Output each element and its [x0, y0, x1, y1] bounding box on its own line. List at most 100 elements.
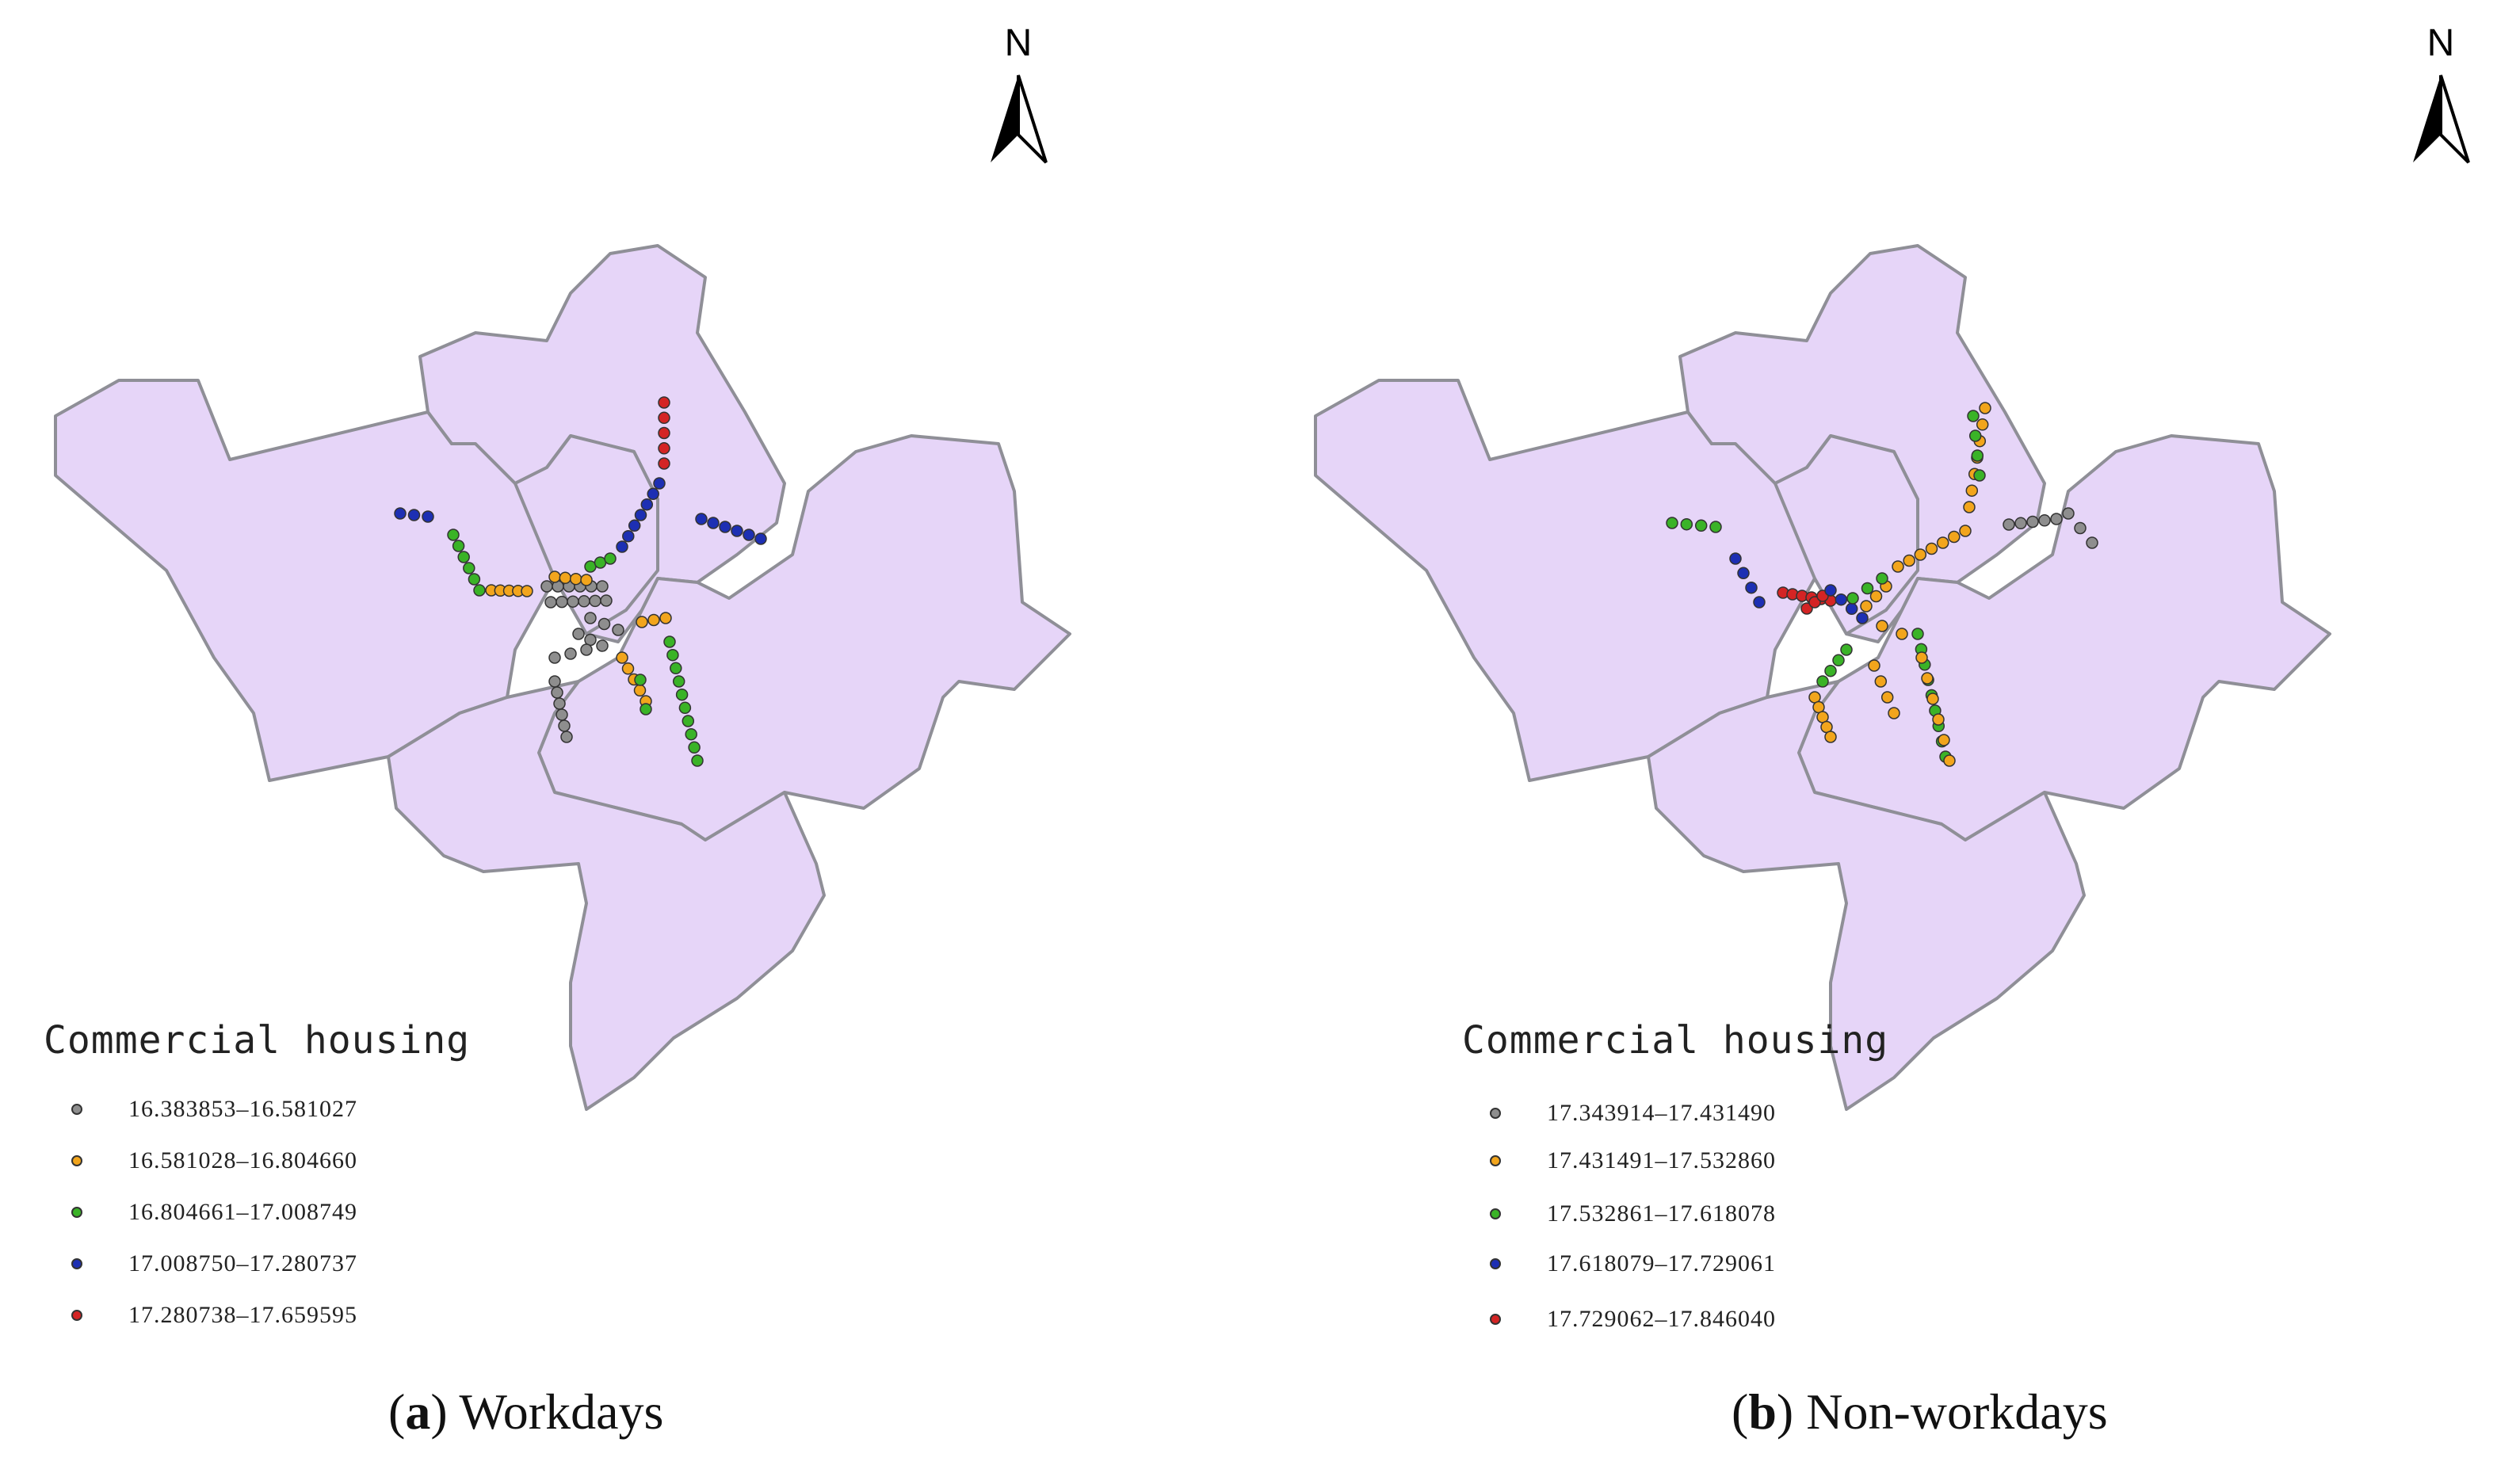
- station-point: [678, 701, 692, 715]
- station-points: [1666, 402, 2098, 767]
- legend-label: 16.581028–16.804660: [128, 1147, 357, 1173]
- station-point: [1800, 602, 1813, 615]
- station-point: [580, 643, 593, 656]
- station-point: [675, 688, 689, 701]
- station-point: [754, 532, 767, 545]
- north-arrow: N: [2413, 22, 2470, 164]
- station-point: [1876, 620, 1888, 632]
- station-point: [634, 509, 647, 521]
- station-point: [719, 521, 731, 533]
- station-point: [422, 510, 434, 523]
- station-point: [407, 509, 421, 521]
- station-point: [578, 595, 590, 608]
- station-point: [653, 477, 666, 490]
- station-point: [572, 628, 585, 640]
- station-point: [548, 571, 561, 583]
- station-point: [1932, 713, 1945, 726]
- station-point: [394, 507, 407, 520]
- station-point: [670, 662, 682, 675]
- station-point: [2074, 521, 2087, 535]
- north-arrow-right: [1017, 74, 1048, 164]
- station-point: [548, 651, 561, 664]
- station-point: [551, 686, 563, 699]
- station-point: [1938, 734, 1950, 746]
- station-point: [1943, 754, 1956, 767]
- legend-marker: [71, 1104, 82, 1115]
- legend-label: 17.280738–17.659595: [128, 1302, 357, 1328]
- station-point: [1824, 731, 1837, 743]
- station-point: [658, 457, 670, 470]
- station-point: [544, 596, 557, 609]
- legend-marker: [71, 1258, 82, 1269]
- station-point: [659, 612, 672, 624]
- station-point: [564, 647, 577, 660]
- station-point: [1963, 501, 1976, 513]
- station-points: [394, 396, 767, 767]
- station-point: [1835, 593, 1848, 606]
- legend-label: 16.804661–17.008749: [128, 1199, 357, 1225]
- north-label: N: [1005, 22, 1033, 64]
- caption-letter: a: [405, 1383, 431, 1440]
- station-point: [1959, 525, 1972, 537]
- legend-marker: [71, 1207, 82, 1218]
- station-point: [658, 411, 670, 425]
- station-point: [636, 616, 648, 628]
- legend-marker: [1490, 1314, 1501, 1325]
- station-point: [2003, 518, 2015, 531]
- station-point: [640, 703, 652, 716]
- station-point: [616, 651, 628, 664]
- north-arrow-left: [991, 75, 1018, 162]
- station-point: [616, 540, 628, 553]
- legend-item: 16.804661–17.008749: [71, 1196, 357, 1228]
- station-point: [1832, 654, 1845, 667]
- legend-marker: [71, 1310, 82, 1321]
- station-point: [567, 595, 579, 608]
- district-southwest: [1647, 680, 2086, 1111]
- legend-label: 17.729062–17.846040: [1547, 1306, 1776, 1332]
- station-point: [1892, 560, 1904, 573]
- station-point: [1680, 517, 1693, 531]
- station-point: [612, 624, 624, 636]
- station-point: [1840, 643, 1853, 656]
- station-point: [559, 571, 572, 585]
- station-point: [688, 741, 701, 754]
- station-point: [569, 572, 582, 586]
- station-point: [1925, 542, 1938, 555]
- station-point: [1915, 651, 1928, 664]
- station-point: [666, 648, 679, 662]
- map-non-workdays: N: [1314, 22, 2470, 1111]
- station-point: [468, 573, 481, 586]
- station-point: [1967, 410, 1980, 422]
- station-point: [2038, 514, 2051, 527]
- station-point: [1979, 402, 1991, 414]
- station-point: [658, 442, 670, 455]
- legend-label: 17.431491–17.532860: [1547, 1147, 1776, 1173]
- station-point: [1948, 530, 1961, 544]
- station-point: [1808, 596, 1821, 609]
- station-point: [1694, 519, 1708, 532]
- caption-workdays: (a) Workdays: [388, 1383, 664, 1440]
- station-point: [560, 731, 573, 743]
- station-point: [556, 595, 568, 609]
- station-point: [663, 635, 676, 648]
- station-point: [589, 594, 601, 608]
- station-point: [1973, 469, 1986, 482]
- legend-label: 17.008750–17.280737: [128, 1250, 357, 1276]
- station-point: [640, 498, 654, 511]
- station-point: [743, 529, 755, 541]
- station-point: [1856, 612, 1869, 624]
- station-point: [553, 697, 566, 710]
- station-point: [1888, 707, 1900, 719]
- station-point: [540, 580, 553, 593]
- city-districts: [1314, 244, 2331, 1111]
- caption-letter: b: [1748, 1383, 1777, 1440]
- station-point: [1914, 548, 1927, 561]
- station-point: [2026, 515, 2039, 529]
- station-point: [1729, 552, 1742, 565]
- station-point: [1903, 554, 1915, 567]
- station-point: [1816, 675, 1829, 688]
- station-point: [1869, 590, 1883, 603]
- legend-label: 16.383853–16.581027: [128, 1096, 357, 1122]
- station-point: [596, 639, 609, 652]
- caption-text: Non-workdays: [1793, 1383, 2108, 1440]
